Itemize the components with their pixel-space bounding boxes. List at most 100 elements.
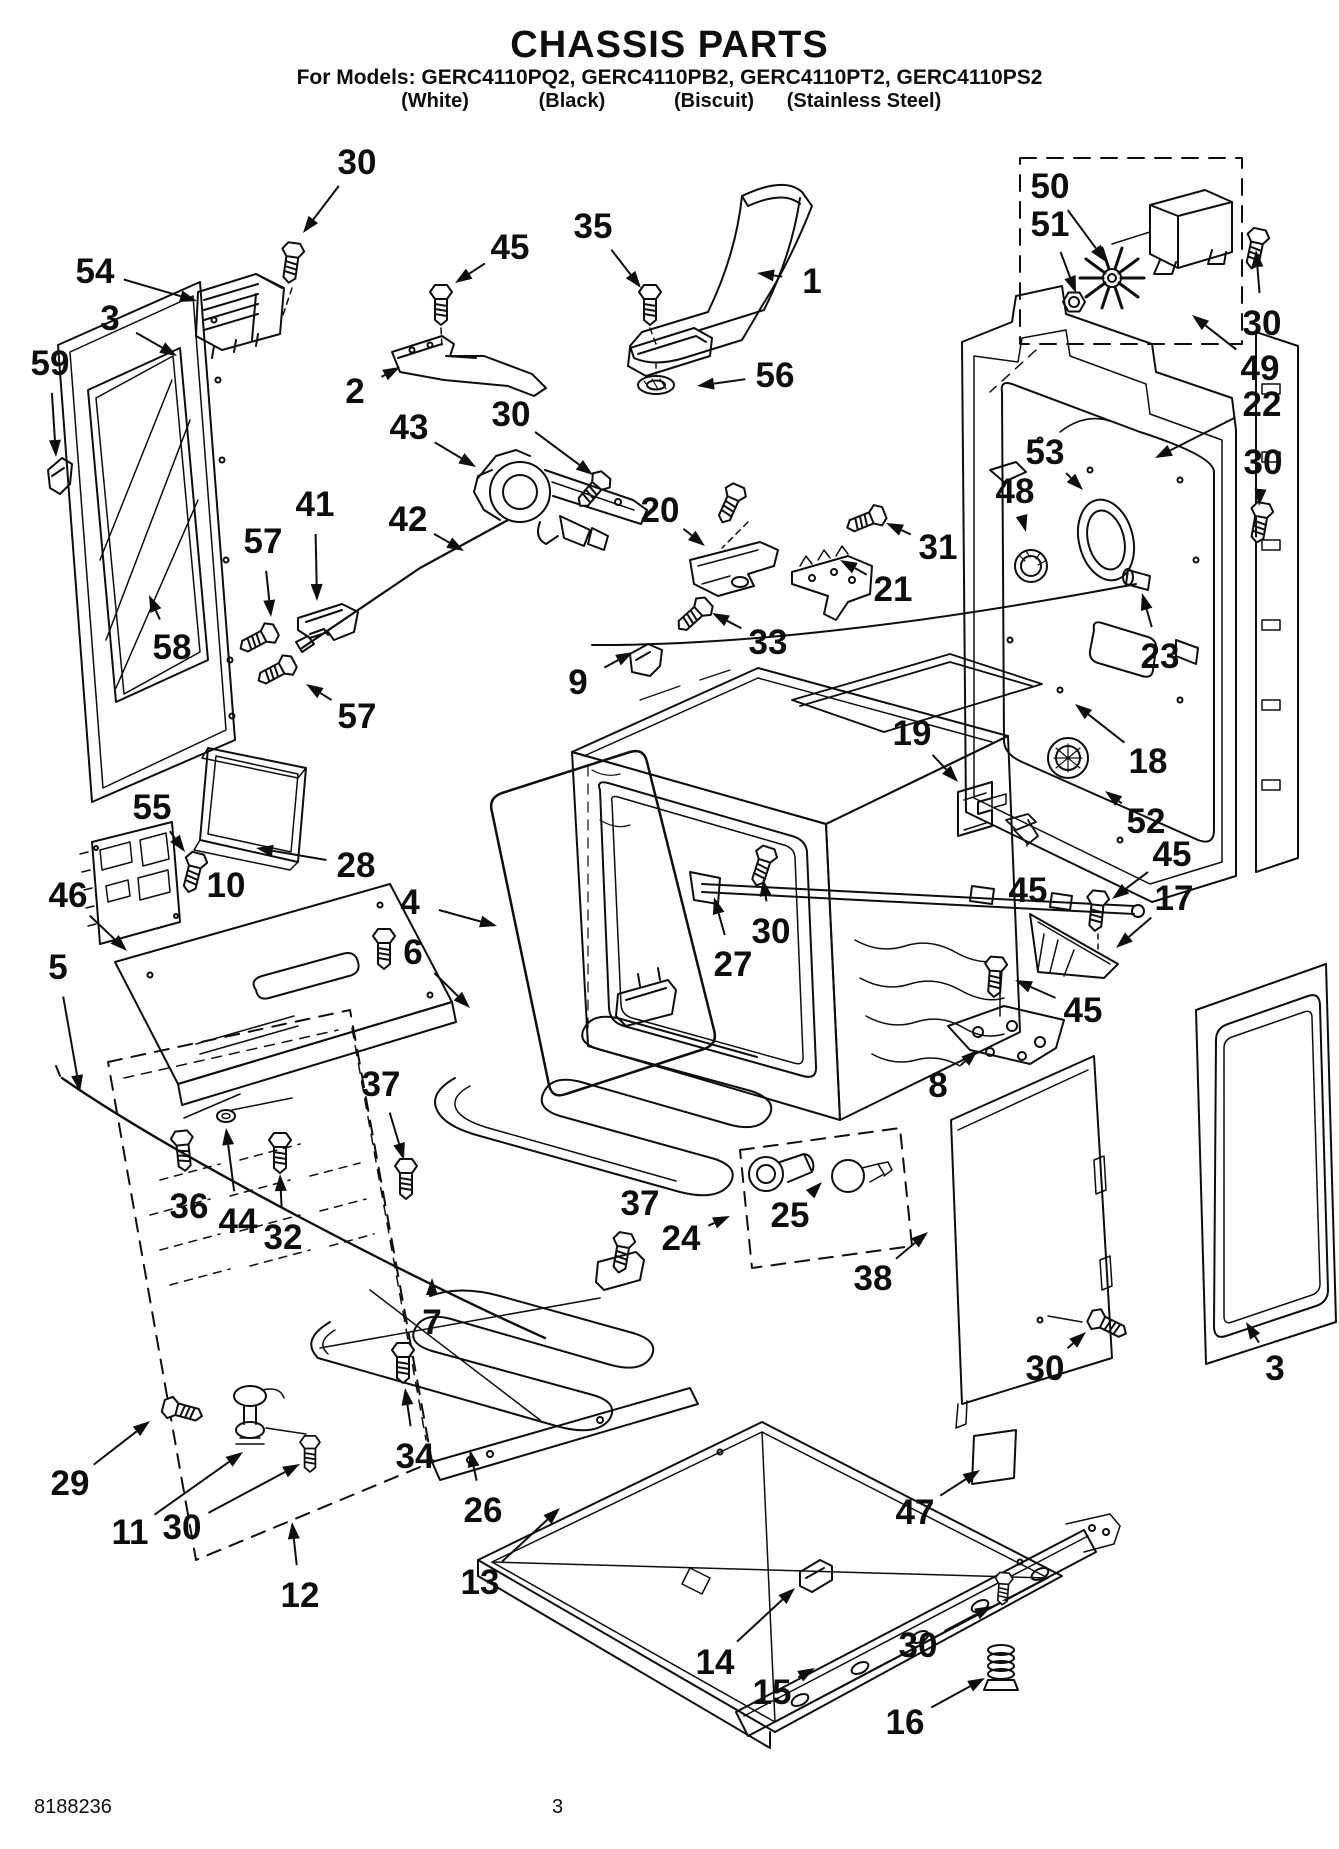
callout-number: 13 bbox=[461, 1563, 500, 1602]
callout-number: 7 bbox=[422, 1303, 441, 1342]
callout-arrowhead bbox=[170, 834, 185, 852]
rear-panel bbox=[961, 285, 1237, 903]
callout-arrowhead bbox=[306, 684, 324, 699]
callout-arrowhead bbox=[625, 270, 641, 288]
leveling-leg bbox=[983, 1644, 1019, 1691]
roller-foot bbox=[233, 1385, 307, 1445]
callout-number: 30 bbox=[338, 143, 377, 182]
callout-3: 3 bbox=[100, 299, 177, 356]
callout-leader bbox=[154, 610, 161, 620]
callout-6: 6 bbox=[403, 933, 470, 1008]
callout-arrowhead bbox=[1246, 1322, 1261, 1340]
screw bbox=[299, 1435, 321, 1473]
callout-leader bbox=[1256, 266, 1261, 294]
callout-arrowhead bbox=[48, 439, 61, 457]
callout-48: 48 bbox=[996, 472, 1034, 532]
callout-leader bbox=[135, 331, 163, 349]
callout-arrowhead bbox=[1251, 250, 1264, 268]
callout-21: 21 bbox=[840, 560, 912, 609]
callout-number: 26 bbox=[464, 1491, 503, 1530]
screw bbox=[638, 284, 662, 326]
callout-leader bbox=[406, 1404, 412, 1427]
callout-12: 12 bbox=[281, 1522, 319, 1615]
callout-number: 36 bbox=[170, 1187, 209, 1226]
callout-arrowhead bbox=[911, 1232, 928, 1248]
screw bbox=[394, 1158, 418, 1200]
callout-number: 10 bbox=[207, 866, 246, 905]
callout-34: 34 bbox=[396, 1388, 435, 1476]
vent-duct bbox=[627, 183, 813, 377]
callout-leader bbox=[312, 185, 340, 221]
callout-arrowhead bbox=[71, 1074, 83, 1092]
callout-arrowhead bbox=[1116, 932, 1133, 948]
anchor-screw bbox=[1005, 813, 1039, 847]
callout-leader bbox=[1204, 324, 1237, 351]
door-latch-assembly bbox=[473, 449, 648, 551]
callout-arrowhead bbox=[446, 537, 464, 551]
callout-23: 23 bbox=[1141, 593, 1180, 676]
vent-rail-bracket bbox=[689, 541, 779, 597]
latch-wire bbox=[300, 518, 510, 650]
callout-3: 3 bbox=[1246, 1322, 1285, 1388]
callout-leader bbox=[279, 1190, 283, 1208]
callout-arrowhead bbox=[1091, 244, 1106, 262]
callout-30: 30 bbox=[1244, 443, 1282, 506]
callout-20: 20 bbox=[641, 491, 705, 546]
callout-arrowhead bbox=[149, 595, 162, 613]
callout-arrowhead bbox=[132, 1421, 150, 1437]
callout-number: 9 bbox=[568, 663, 587, 702]
washer bbox=[216, 1109, 236, 1123]
callout-24: 24 bbox=[662, 1216, 730, 1258]
callout-arrowhead bbox=[1192, 315, 1210, 331]
callout-leader bbox=[603, 659, 619, 669]
callout-leader bbox=[713, 378, 746, 385]
callout-leader bbox=[1065, 472, 1072, 479]
callout-arrowhead bbox=[479, 915, 497, 928]
callout-arrowhead bbox=[712, 897, 725, 915]
callout-54: 54 bbox=[76, 252, 197, 302]
callout-number: 30 bbox=[1243, 304, 1282, 343]
callout-leader bbox=[1128, 916, 1152, 938]
callout-number: 30 bbox=[492, 395, 531, 434]
callout-arrowhead bbox=[1015, 514, 1028, 532]
callout-4: 4 bbox=[400, 883, 497, 928]
callout-number: 30 bbox=[163, 1508, 202, 1547]
callout-number: 54 bbox=[76, 252, 115, 291]
callout-number: 45 bbox=[1009, 871, 1048, 910]
callout-number: 16 bbox=[886, 1703, 925, 1742]
callout-22: 22 bbox=[1155, 385, 1281, 458]
callout-leader bbox=[717, 913, 726, 936]
callout-number: 53 bbox=[1026, 433, 1065, 472]
callout-arrowhead bbox=[697, 377, 715, 390]
callout-57: 57 bbox=[244, 522, 282, 617]
callout-arrowhead bbox=[382, 367, 400, 381]
callout-arrowhead bbox=[263, 599, 276, 617]
callout-number: 4 bbox=[400, 883, 420, 922]
callout-arrowhead bbox=[1015, 980, 1033, 993]
finish-black: (Black) bbox=[538, 90, 606, 112]
callout-1: 1 bbox=[757, 262, 822, 301]
callout-51: 51 bbox=[1031, 205, 1076, 293]
callout-leader bbox=[1254, 1335, 1260, 1344]
vent-washer bbox=[637, 363, 675, 395]
callout-number: 23 bbox=[1141, 637, 1180, 676]
callout-30: 30 bbox=[1026, 1332, 1086, 1388]
callout-number: 25 bbox=[771, 1196, 810, 1235]
callout-26: 26 bbox=[464, 1450, 503, 1530]
callout-arrowhead bbox=[256, 844, 274, 857]
callout-19: 19 bbox=[893, 714, 958, 782]
callout-leader bbox=[433, 533, 450, 544]
callout-leader bbox=[388, 1112, 401, 1145]
callout-arrowhead bbox=[1105, 791, 1123, 806]
callout-leader bbox=[797, 1675, 801, 1679]
callout-58: 58 bbox=[149, 595, 191, 667]
callout-leader bbox=[227, 1144, 236, 1192]
door-gasket bbox=[489, 749, 717, 1097]
callout-arrowhead bbox=[401, 1388, 414, 1406]
bottom-panel bbox=[477, 1421, 1063, 1749]
callout-number: 42 bbox=[389, 500, 428, 539]
callout-leader bbox=[773, 274, 783, 278]
callout-43: 43 bbox=[390, 408, 476, 467]
screw bbox=[276, 240, 307, 286]
